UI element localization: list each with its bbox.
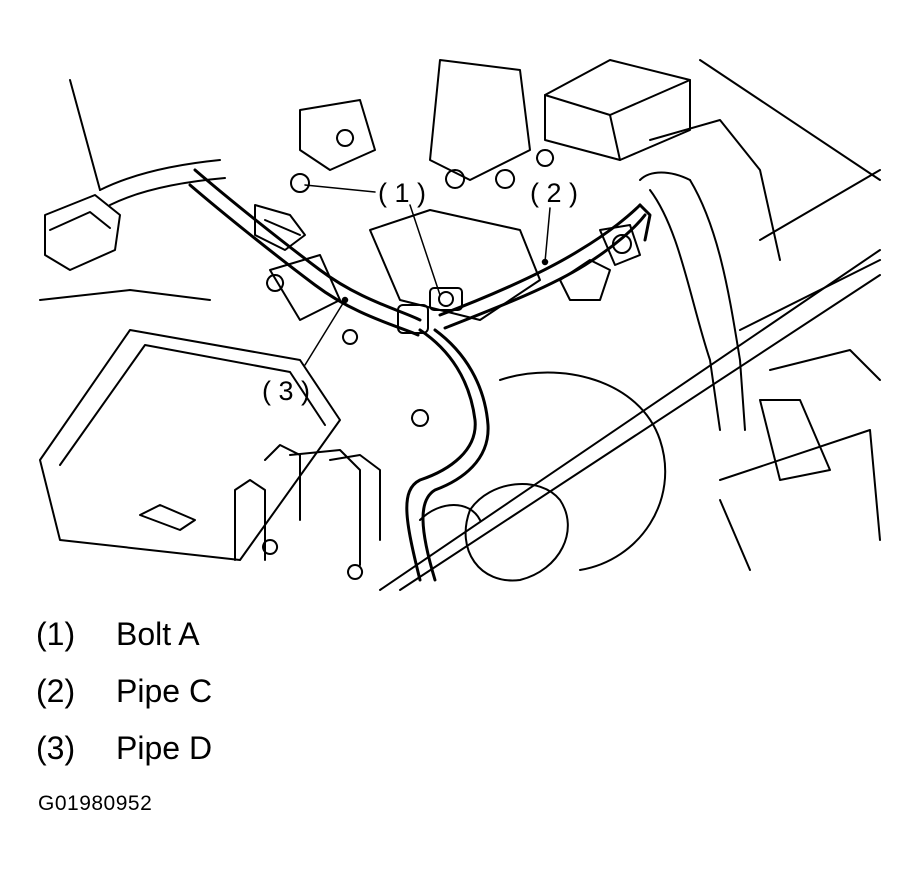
legend-row-pipe-d: (3) Pipe D	[36, 728, 212, 785]
legend-row-bolt-a: (1) Bolt A	[36, 614, 212, 671]
legend-number: (3)	[36, 730, 76, 766]
upper-left-fitting	[254, 173, 310, 251]
callout-3: ( 3 )	[262, 376, 310, 406]
right-fitting	[599, 224, 641, 266]
legend-label: Pipe C	[116, 673, 213, 709]
callout-1: ( 1 )	[378, 178, 426, 208]
bolt-a	[397, 287, 463, 334]
legend-number: (1)	[36, 616, 76, 652]
legend-number: (2)	[36, 673, 76, 709]
legend-label: Pipe D	[116, 730, 213, 766]
engine-bay-diagram: ( 1 ) ( 2 ) ( 3 )	[39, 59, 881, 591]
figure-code: G01980952	[38, 792, 153, 815]
callout-2: ( 2 )	[530, 178, 578, 208]
legend: (1) Bolt A (2) Pipe C (3) Pipe D	[36, 614, 212, 785]
pipe-d	[188, 168, 490, 582]
pipe-c	[438, 203, 652, 330]
legend-row-pipe-c: (2) Pipe C	[36, 671, 212, 728]
legend-label: Bolt A	[116, 616, 200, 652]
leader-lines	[304, 184, 551, 366]
engine-bay-background	[39, 59, 881, 591]
